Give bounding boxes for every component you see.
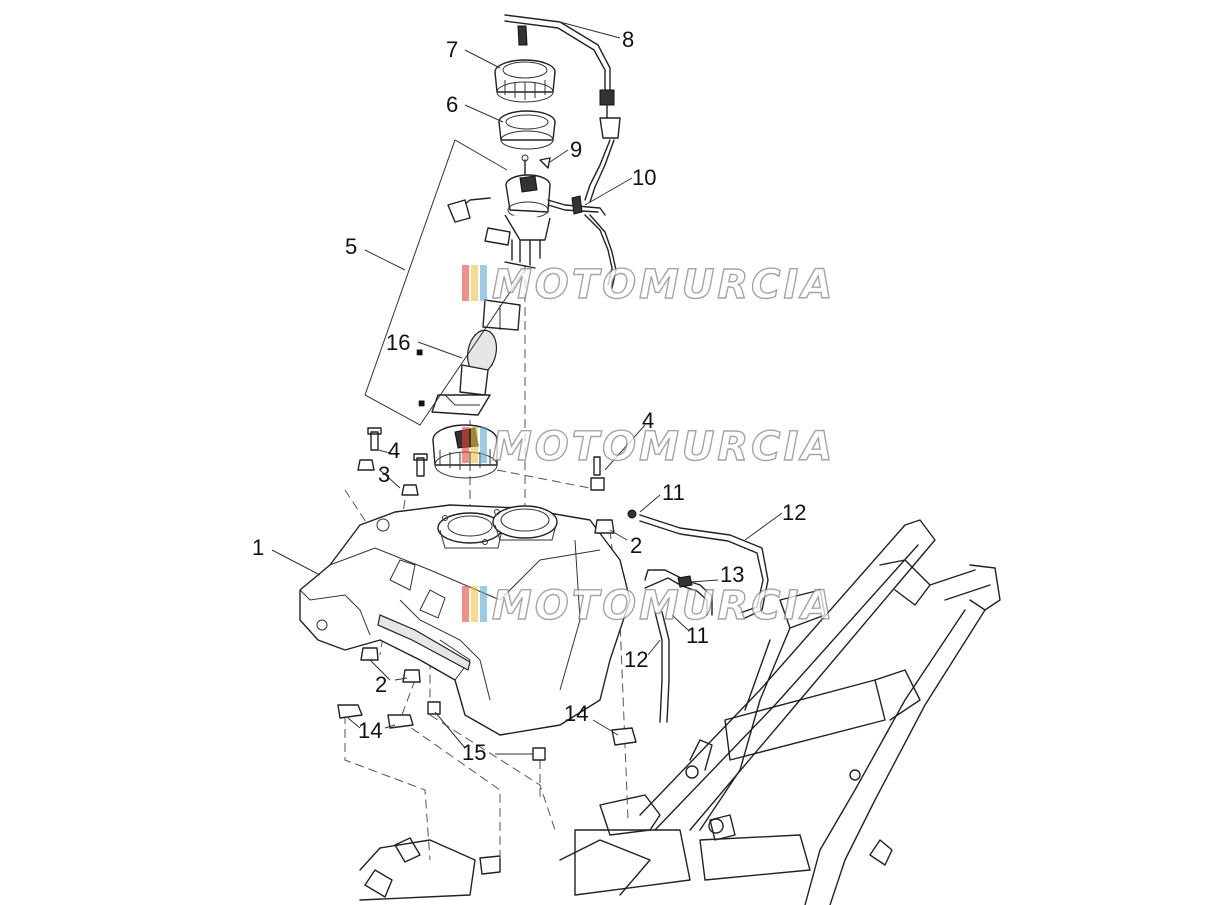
callout-16: 16 [386, 330, 410, 355]
watermark-stripe [462, 265, 469, 301]
ring-nut [494, 59, 556, 103]
callout-15: 15 [462, 740, 486, 765]
watermark-text: MOTOMURCIA [492, 424, 835, 470]
callout-11: 11 [662, 480, 685, 505]
callout-labels: 8 7 6 9 10 5 16 4 4 3 11 12 1 2 13 11 12… [252, 27, 806, 765]
callout-2: 2 [375, 672, 387, 697]
fuel-pump-cartridge [431, 299, 521, 416]
watermark-stripe [471, 427, 478, 463]
callout-14: 14 [564, 701, 588, 726]
watermark-top: MOTOMURCIA [462, 261, 835, 309]
callout-1: 1 [252, 535, 264, 560]
fasteners [337, 427, 637, 761]
callout-11: 11 [686, 623, 709, 648]
watermark-stripe [480, 265, 487, 301]
callout-12: 12 [624, 647, 648, 672]
vent-hoses [627, 509, 769, 723]
watermark-middle: MOTOMURCIA [462, 423, 835, 471]
callout-6: 6 [446, 92, 458, 117]
watermark-text: MOTOMURCIA [492, 262, 835, 308]
watermark-stripe [462, 427, 469, 463]
tank-seal [498, 110, 556, 150]
callout-9: 9 [570, 137, 582, 162]
watermark-stripe [462, 586, 469, 622]
callout-3: 3 [378, 462, 390, 487]
marker-square: ■ [416, 345, 423, 359]
breather-hose [504, 14, 621, 203]
callout-4: 4 [642, 408, 654, 433]
leader-lines [271, 21, 783, 755]
callout-8: 8 [622, 27, 634, 52]
callout-4: 4 [388, 438, 400, 463]
marker-square: ■ [418, 396, 425, 410]
watermark-bottom: MOTOMURCIA [462, 582, 835, 630]
watermark-stripe [471, 265, 478, 301]
callout-10: 10 [632, 165, 656, 190]
fuel-pump-flange [447, 154, 617, 289]
callout-14: 14 [358, 718, 382, 743]
callout-7: 7 [446, 37, 458, 62]
callout-12: 12 [782, 500, 806, 525]
callout-2: 2 [630, 533, 642, 558]
watermark-stripe [480, 427, 487, 463]
chassis-frame [359, 519, 1001, 905]
watermark-stripe [480, 586, 487, 622]
callout-13: 13 [720, 562, 744, 587]
callout-5: 5 [345, 234, 357, 259]
watermark-text: MOTOMURCIA [492, 583, 835, 629]
watermark-stripe [471, 586, 478, 622]
